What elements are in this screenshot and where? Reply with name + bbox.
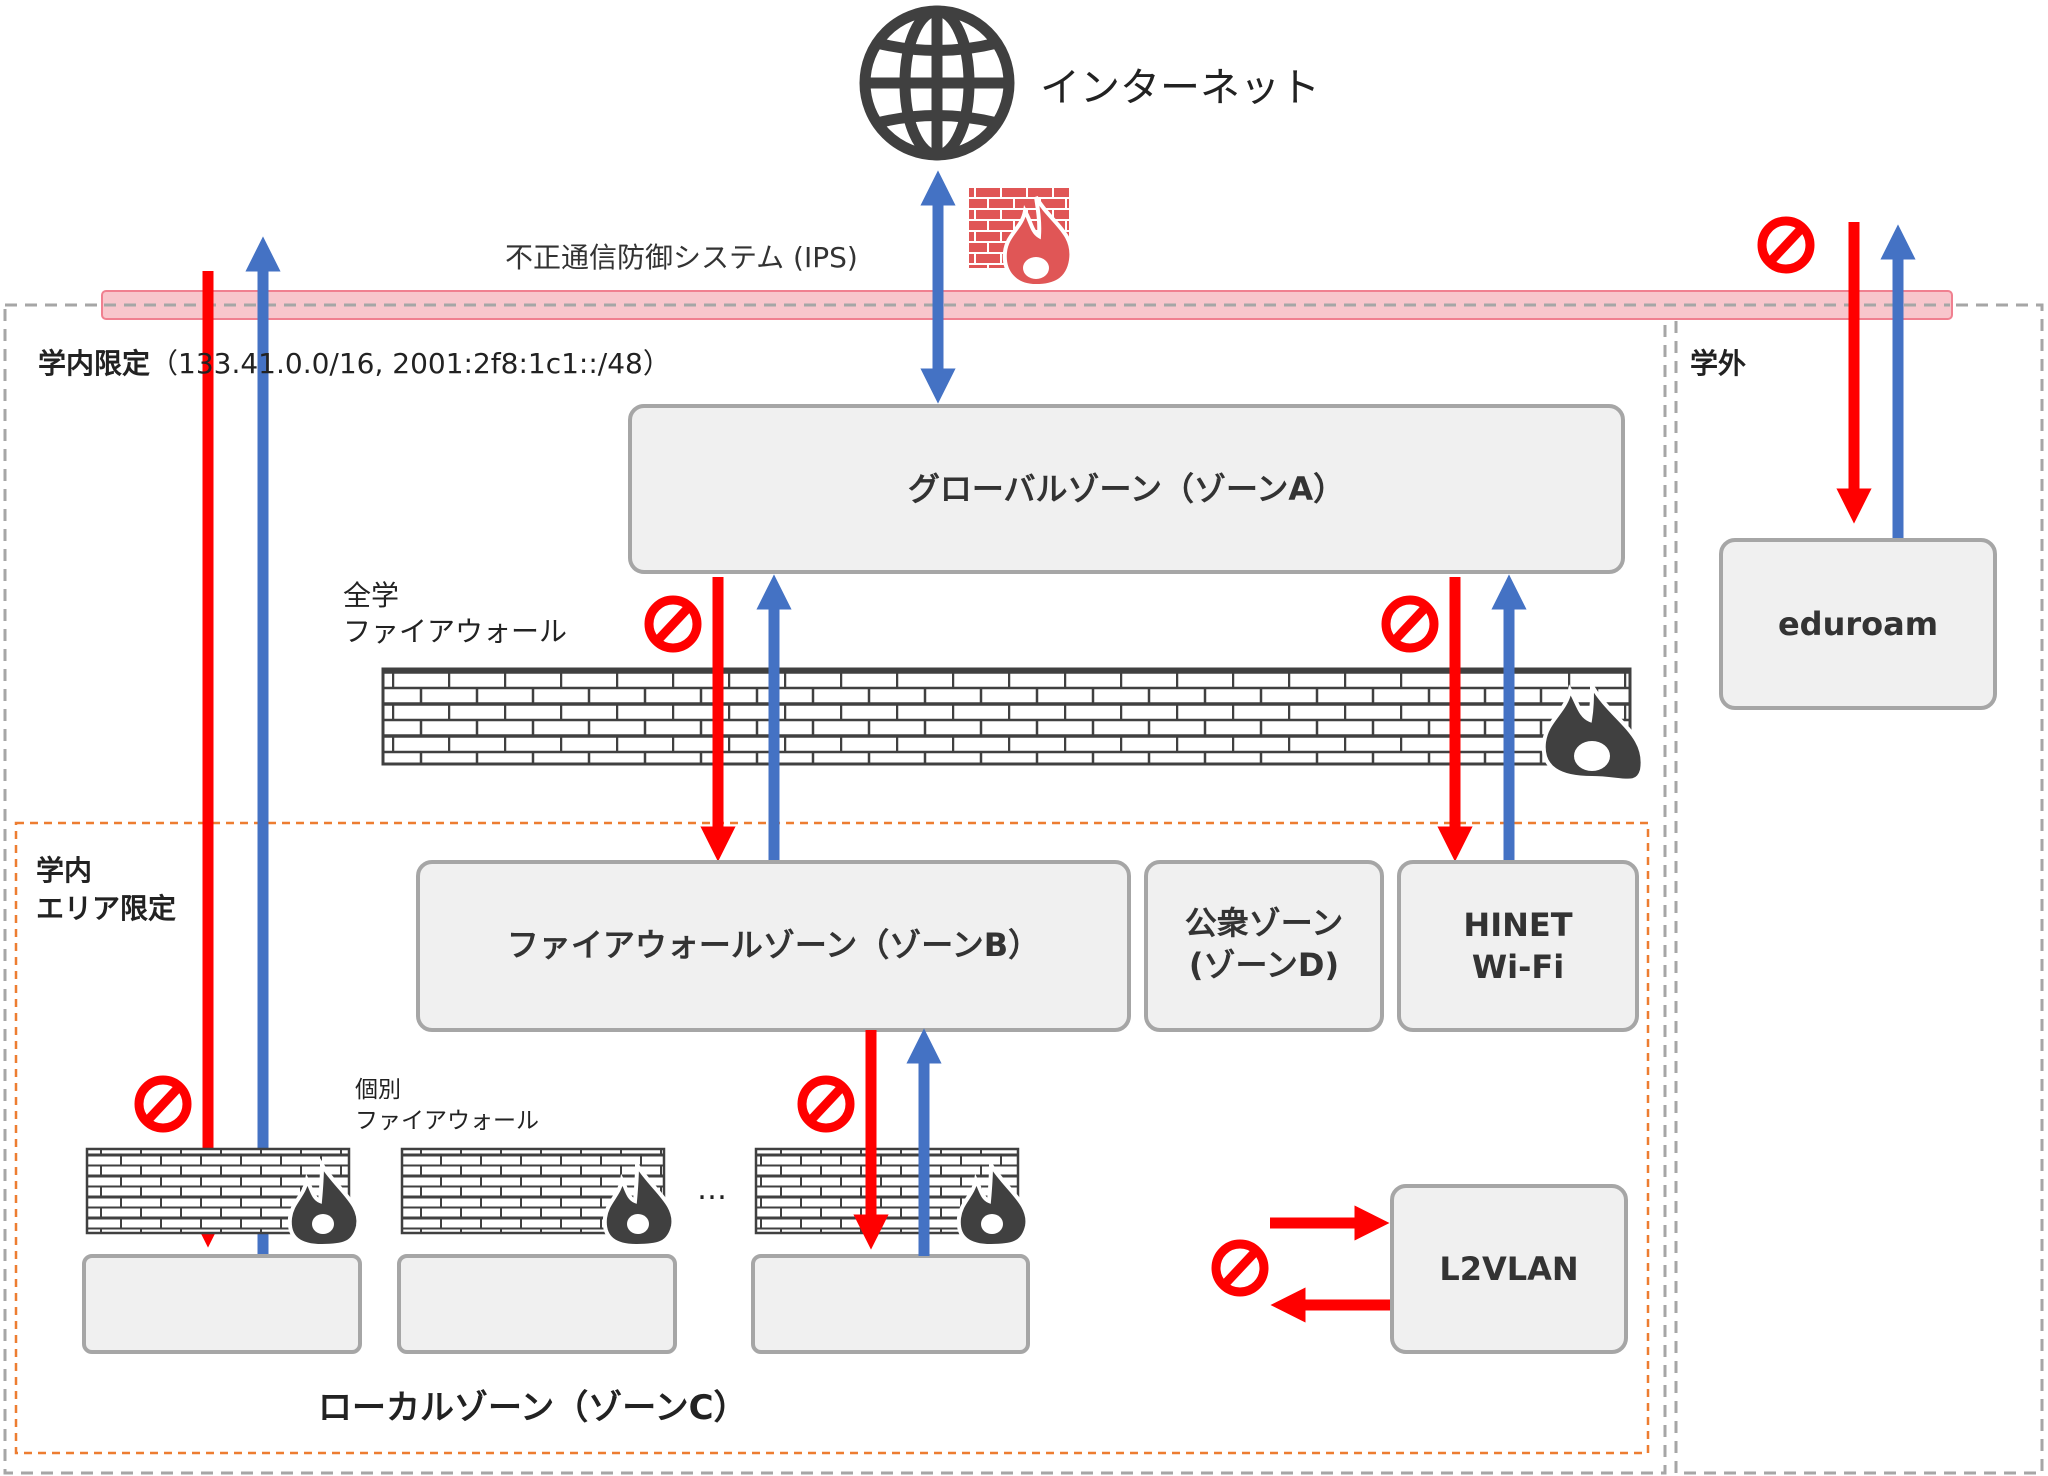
local-host-box-3 — [751, 1254, 1030, 1354]
ips-label: 不正通信防御システム (IPS) — [505, 241, 858, 274]
individual-firewall-label-line2: ファイアウォール — [355, 1108, 539, 1134]
campus-only-title-text: 学内限定 — [38, 347, 151, 380]
individual-firewall-flame-icon-3 — [956, 1158, 1030, 1249]
l2vlan-label: L2VLAN — [1439, 1250, 1579, 1288]
zone-d-label-line1: 公衆ゾーン — [1184, 904, 1344, 942]
eduroam-box — [1719, 538, 1997, 710]
block-icon — [1757, 216, 1815, 274]
zone-a-label: グローバルゾーン（ゾーンA） — [907, 470, 1346, 508]
campus-firewall-flame-icon — [1541, 678, 1645, 783]
block-icon — [644, 595, 702, 653]
zone-d-label-line2: (ゾーンD) — [1188, 946, 1340, 984]
individual-firewall-flame-icon-1 — [287, 1158, 361, 1249]
campus-firewall-label-line2: ファイアウォール — [343, 615, 568, 648]
globe-icon — [859, 5, 1015, 161]
local-host-box-2 — [397, 1254, 677, 1354]
zone-b-box — [416, 860, 1131, 1032]
individual-firewall-label-line1: 個別 — [355, 1077, 401, 1103]
block-icon — [1211, 1239, 1269, 1297]
campus-area-title: 学内 エリア限定 — [36, 852, 176, 928]
individual-firewall-flame-icon-2 — [602, 1158, 676, 1249]
zone-d-box — [1144, 860, 1384, 1032]
zone-d-label: 公衆ゾーン (ゾーンD) — [1146, 902, 1382, 986]
ellipsis: … — [697, 1172, 727, 1207]
campus-area-region — [14, 821, 1650, 1455]
ips-firewall-icon — [969, 188, 1074, 289]
l2vlan-box — [1390, 1184, 1628, 1354]
campus-area-title-line1: 学内 — [36, 854, 93, 887]
local-host-box-1 — [82, 1254, 362, 1354]
eduroam-label: eduroam — [1777, 605, 1939, 643]
hinet-box — [1397, 860, 1639, 1032]
hinet-label-line2: Wi-Fi — [1471, 948, 1565, 986]
zone-c-label: ローカルゾーン（ゾーンC） — [318, 1388, 748, 1428]
campus-only-title: 学内限定（133.41.0.0/16, 2001:2f8:1c1::/48） — [38, 342, 671, 382]
internet-label: インターネット — [1040, 65, 1320, 111]
campus-firewall-label: 全学 ファイアウォール — [343, 578, 567, 650]
block-icon — [797, 1075, 855, 1133]
campus-firewall-bricks — [381, 667, 1632, 766]
zone-b-label: ファイアウォールゾーン（ゾーンB） — [506, 926, 1041, 964]
campus-address-range: （133.41.0.0/16, 2001:2f8:1c1::/48） — [150, 347, 671, 380]
campus-area-title-line2: エリア限定 — [36, 892, 177, 925]
campus-firewall-label-line1: 全学 — [343, 579, 400, 612]
hinet-label: HINET Wi-Fi — [1399, 904, 1637, 988]
block-icon — [134, 1075, 192, 1133]
zone-a-box — [628, 404, 1625, 574]
block-icon — [1381, 595, 1439, 653]
hinet-label-line1: HINET — [1463, 906, 1573, 944]
individual-firewall-label: 個別 ファイアウォール — [355, 1075, 539, 1137]
off-campus-title: 学外 — [1690, 347, 1747, 380]
